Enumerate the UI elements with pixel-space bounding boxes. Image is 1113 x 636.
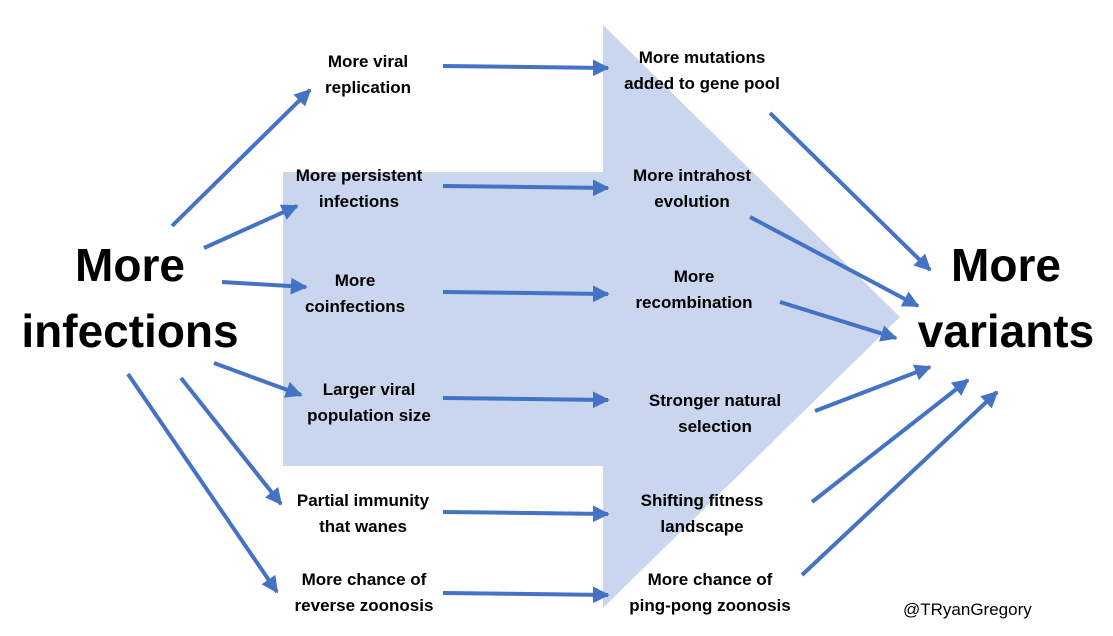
node-more-persistent-infections: More persistent infections <box>295 166 423 211</box>
node-shifting-fitness-landscape: Shifting fitness landscape <box>640 491 764 536</box>
arrow-intrahost-to-variants <box>749 215 920 308</box>
arrow-pingpong-to-variants <box>800 390 999 577</box>
arrow-population-to-selection <box>442 391 610 409</box>
target-label-more-variants: More variants <box>917 239 1095 357</box>
node-partial-immunity-that-wanes: Partial immunity that wanes <box>296 491 430 536</box>
arrow-recombination-to-variants <box>779 300 898 342</box>
arrow-infections-to-reverse-zoonosis <box>126 372 279 594</box>
arrow-infections-to-partial-immunity <box>179 376 283 506</box>
node-more-mutations-added-to-gene-pool: More mutations added to gene pool <box>624 48 780 93</box>
arrow-selection-to-variants <box>814 364 932 413</box>
arrow-replication-to-mutations <box>442 59 610 77</box>
arrow-coinfections-to-recombination <box>442 285 610 303</box>
node-more-recombination: More recombination <box>635 267 753 312</box>
arrow-fitness-to-variants <box>810 378 970 504</box>
node-more-viral-replication: More viral replication <box>325 52 411 97</box>
node-more-chance-of-reverse-zoonosis: More chance of reverse zoonosis <box>294 570 434 615</box>
source-label-more-infections: More infections <box>21 239 239 357</box>
arrow-infections-to-replication <box>170 88 312 228</box>
background-big-arrow <box>283 25 900 608</box>
arrow-infections-to-coinfections <box>221 277 308 295</box>
node-larger-viral-population-size: Larger viral population size <box>307 380 431 425</box>
arrow-immunity-to-fitness <box>442 505 610 523</box>
node-more-chance-of-ping-pong-zoonosis: More chance of ping-pong zoonosis <box>629 570 791 615</box>
arrow-reverse-to-pingpong <box>442 586 610 604</box>
arrow-mutations-to-variants <box>768 111 932 272</box>
arrow-infections-to-population-size <box>213 361 303 398</box>
arrow-persistent-to-intrahost <box>442 179 610 197</box>
node-more-intrahost-evolution: More intrahost evolution <box>632 166 752 211</box>
node-stronger-natural-selection: Stronger natural selection <box>648 391 782 436</box>
arrow-infections-to-persistent <box>203 204 299 250</box>
arrows <box>126 59 999 604</box>
author-credit: @TRyanGregory <box>903 600 1032 619</box>
node-more-coinfections: More coinfections <box>304 271 406 316</box>
